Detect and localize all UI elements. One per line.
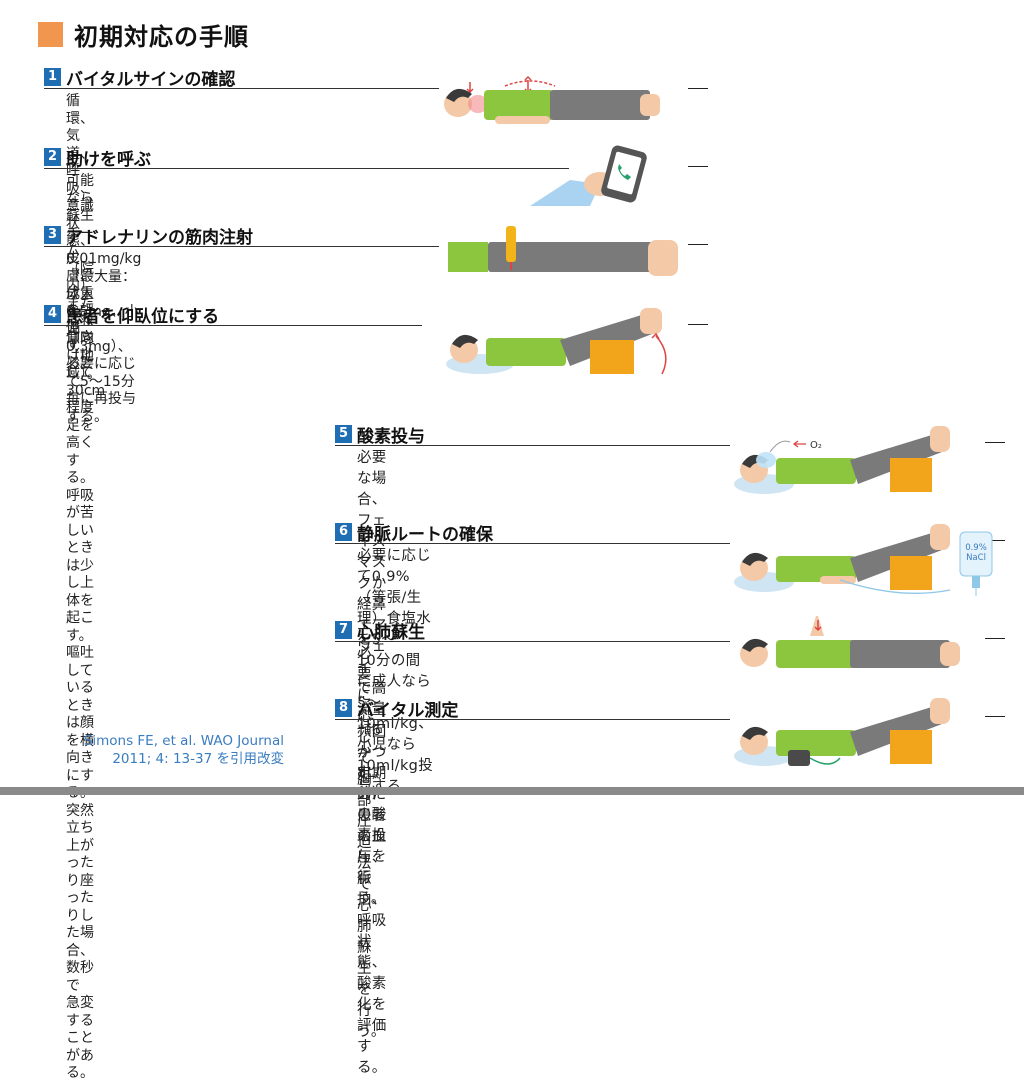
step-title: 助けを呼ぶ [66,150,151,170]
step-title: 心肺蘇生 [357,623,425,643]
step-underline [335,445,730,446]
phone-icon [618,164,631,180]
injection-thigh-illustration [448,226,678,276]
saline-bag-icon: 0.9% NaCl [959,531,993,596]
arrow-down-icon [466,82,474,94]
oxygen-mask-illustration: O₂ [734,426,950,494]
step-title: バイタルサインの確認 [66,70,236,90]
step-description: 頻回かつ定期的に患者の血圧、脈拍、呼吸状態、 酸素化を評価する。 [357,724,387,1076]
o2-label: O₂ [810,440,822,451]
auto-injector-icon [506,226,516,262]
leader-line [985,540,1005,541]
step-title: バイタル測定 [357,701,459,721]
step-description: 可能なら蘇生チーム（院内）または救急隊（地域）。 [66,173,101,382]
step-title: 酸素投与 [357,427,425,447]
step-description: 仰向けにして30cm程度足を高くする。 呼吸が苦しいときは少し上体を起こす。 嘔… [66,330,106,1081]
step-underline [44,88,439,89]
step-underline [335,719,730,720]
saline-bag-label-line2: NaCl [966,553,986,563]
blood-pressure-monitor-icon [788,750,810,766]
leader-line [985,442,1005,443]
step-number-badge: 4 [44,305,61,323]
step-title: 静脈ルートの確保 [357,525,493,545]
step-number-badge: 3 [44,226,61,244]
step-number-badge: 8 [335,699,352,717]
step-underline [44,246,439,247]
leader-line [688,324,708,325]
iv-line-illustration [734,524,951,594]
step-title: 患者を仰臥位にする [66,307,220,327]
step-title: アドレナリンの筋肉注射 [66,228,253,248]
cpr-illustration [740,616,960,668]
leader-line [985,716,1005,717]
step-number-badge: 6 [335,523,352,541]
title-marker [38,22,63,47]
step-underline [44,325,422,326]
patient-legs-raised-illustration [446,308,667,375]
step-underline [335,543,730,544]
citation: Simons FE, et al. WAO Journal 2011; 4: 1… [83,733,284,767]
step-number-badge: 1 [44,68,61,86]
leader-line [688,244,708,245]
leader-line [688,166,708,167]
step-underline [335,641,730,642]
step-number-badge: 5 [335,425,352,443]
leader-line [985,638,1005,639]
hand-holding-phone-illustration [530,145,647,206]
step-description: 0.01mg/kg（最大量：成人0.5mg、小児0.3mg）、 必要に応じて5～… [66,251,142,425]
step-number-badge: 2 [44,148,61,166]
step-underline [44,168,569,169]
vital-measurement-illustration [734,698,950,766]
page-title: 初期対応の手順 [74,23,249,51]
leader-line [688,88,708,89]
patient-lying-flat-illustration [444,75,660,124]
bottom-bar [0,787,1024,795]
step-number-badge: 7 [335,621,352,639]
step-description: 循環、気道、呼吸、意識状態、皮膚、体重を評価 する。 [66,93,94,372]
saline-bag-label-line1: 0.9% [965,543,987,553]
step-description: 必要に応じて0.9%（等張/生理）食塩水を5～ 10分の間に成人なら5～10ml… [357,548,433,795]
